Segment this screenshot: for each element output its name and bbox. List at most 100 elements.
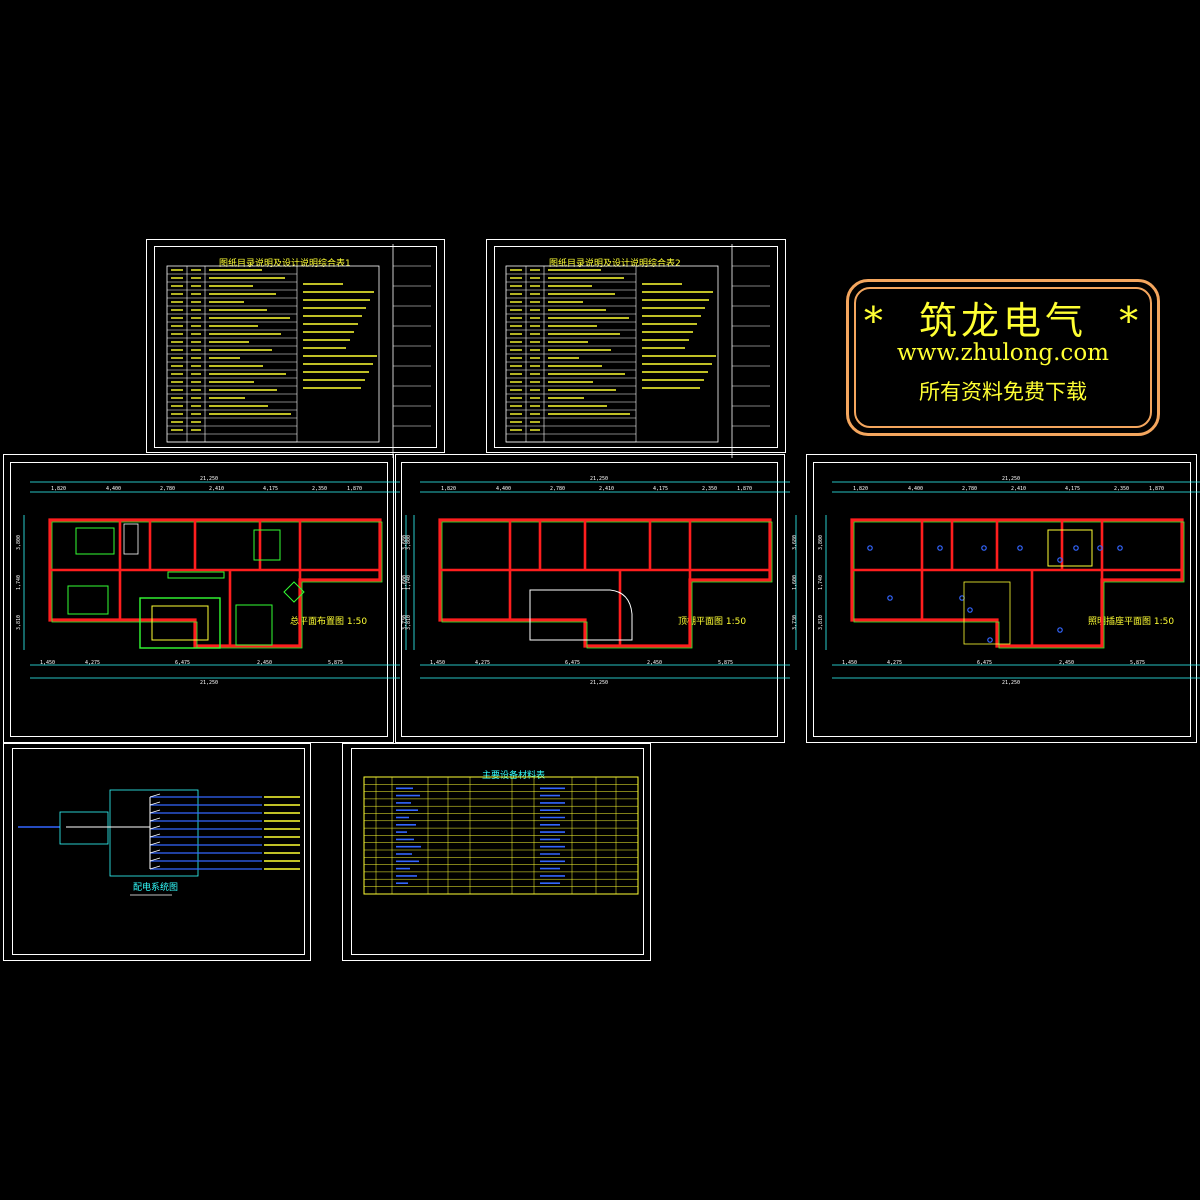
lighting-dim-top-2: 2,780: [962, 486, 978, 492]
ceiling-dim-top-0: 1,820: [441, 486, 457, 492]
ceiling-dim-left-1: 1,740: [406, 574, 412, 590]
breaker-9: [149, 865, 161, 870]
sheet-title: 图纸目录说明及设计说明综合表1: [219, 259, 351, 269]
sheet-border: [351, 748, 644, 955]
light-fixture-0: [867, 545, 873, 551]
breaker-0: [149, 793, 161, 798]
sheet-border: [494, 246, 778, 448]
lighting-dim-bottom-0: 1,450: [842, 660, 858, 666]
lighting-dim-bottom-1: 4,275: [887, 660, 903, 666]
breaker-1: [149, 801, 161, 806]
floor-dim-bottom-2: 6,475: [175, 660, 191, 666]
sheet-border: [813, 462, 1191, 737]
floor-dim-left-2: 3,810: [16, 614, 22, 630]
breaker-5: [149, 833, 161, 838]
zhulong-watermark-logo: * 筑龙电气 * www.zhulong.com 所有资料免费下载: [846, 279, 1160, 436]
sheet-floor-plan: [3, 454, 394, 743]
ceiling-dim-total-top: 21,250: [590, 476, 609, 482]
floor-dim-total-top: 21,250: [200, 476, 219, 482]
lighting-dim-total-top: 21,250: [1002, 476, 1021, 482]
main-panel: [59, 811, 109, 845]
ceiling-dim-bottom-4: 5,875: [718, 660, 734, 666]
lighting-dim-top-1: 4,400: [908, 486, 924, 492]
floor-dim-bottom-1: 4,275: [85, 660, 101, 666]
light-fixture-2: [937, 545, 943, 551]
lighting-dim-top-4: 4,175: [1065, 486, 1081, 492]
lighting-plan-outer-wall: [850, 518, 1184, 648]
ceiling-curve: [529, 589, 633, 641]
sheet-ceiling-plan: [395, 454, 785, 743]
lighting-dim-top-0: 1,820: [853, 486, 869, 492]
breaker-6: [149, 841, 161, 846]
light-fixture-3: [959, 595, 965, 601]
floor-dim-left-1: 1,740: [16, 574, 22, 590]
lighting-dim-left-1: 1,740: [818, 574, 824, 590]
sheet-border: [10, 462, 388, 737]
ceiling-dim-top-5: 2,350: [702, 486, 718, 492]
system-diagram-title: 配电系统图: [133, 883, 179, 893]
ceiling-plan-wall-inner: [441, 521, 773, 649]
breaker-7: [149, 849, 161, 854]
ceiling-dim-left-0: 3,800: [406, 534, 412, 550]
logo-url: www.zhulong.com: [897, 340, 1109, 366]
floor-dim-bottom-3: 2,450: [257, 660, 273, 666]
floor-dim-top-1: 4,400: [106, 486, 122, 492]
floor-dim-top-2: 2,780: [160, 486, 176, 492]
lighting-dim-left-2: 3,810: [818, 614, 824, 630]
distribution-box: [109, 789, 199, 877]
ceiling-dim-top-3: 2,410: [599, 486, 615, 492]
floor-dim-top-0: 1,820: [51, 486, 67, 492]
sheet-design-notes-1: 图纸目录说明及设计说明综合表1: [146, 239, 445, 453]
bed-second: [67, 585, 109, 615]
ceiling-dim-left-2: 3,810: [406, 614, 412, 630]
sheet-design-notes-2: 图纸目录说明及设计说明综合表2: [486, 239, 786, 453]
ceiling-dim-right-2: 3,730: [792, 614, 798, 630]
ceiling-dim-top-2: 2,780: [550, 486, 566, 492]
floor-dim-top-3: 2,410: [209, 486, 225, 492]
floor-dim-bottom-0: 1,450: [40, 660, 56, 666]
lighting-dim-bottom-3: 2,450: [1059, 660, 1075, 666]
ceiling-plan-outer-wall: [438, 518, 772, 648]
ceiling-dim-bottom-1: 4,275: [475, 660, 491, 666]
lighting-dim-bottom-2: 6,475: [977, 660, 993, 666]
sheet-system-diagram: [3, 743, 311, 961]
logo-subtitle: 所有资料免费下载: [919, 380, 1087, 404]
dining-table: [253, 529, 281, 561]
carpet: [151, 605, 209, 641]
sheet-material-table: [342, 743, 651, 961]
light-fixture-7: [1073, 545, 1079, 551]
lighting-plan-title: 照明插座平面图 1:50: [1088, 617, 1175, 627]
light-fixture-9: [1117, 545, 1123, 551]
tv-cabinet: [167, 571, 225, 579]
lighting-ceiling-panel: [1047, 529, 1093, 567]
lighting-dim-top-6: 1,870: [1149, 486, 1165, 492]
lighting-dim-total-bottom: 21,250: [1002, 680, 1021, 686]
light-fixture-12: [987, 637, 993, 643]
sheet-lighting-plan: [806, 454, 1197, 743]
light-fixture-10: [1057, 627, 1063, 633]
ceiling-dim-top-6: 1,870: [737, 486, 753, 492]
breaker-8: [149, 857, 161, 862]
breaker-2: [149, 809, 161, 814]
bed-small: [235, 604, 273, 646]
stair: [123, 523, 139, 555]
ceiling-plan-title: 顶棚平面图 1:50: [678, 617, 747, 627]
bed-master: [75, 527, 115, 555]
lighting-dim-bottom-4: 5,875: [1130, 660, 1146, 666]
ceiling-dim-right-1: 1,600: [792, 574, 798, 590]
light-fixture-11: [967, 607, 973, 613]
ceiling-dim-bottom-0: 1,450: [430, 660, 446, 666]
lighting-dining-panel: [963, 581, 1011, 645]
ceiling-dim-bottom-2: 6,475: [565, 660, 581, 666]
sheet-border: [12, 748, 305, 955]
light-fixture-8: [1097, 545, 1103, 551]
ceiling-dim-top-1: 4,400: [496, 486, 512, 492]
material-table-title: 主要设备材料表: [482, 771, 546, 781]
light-fixture-6: [1057, 557, 1063, 563]
ceiling-dim-right-0: 3,680: [792, 534, 798, 550]
sofa-set: [139, 597, 221, 649]
sheet-border: [154, 246, 437, 448]
floor-dim-total-bottom: 21,250: [200, 680, 219, 686]
sheet-title: 图纸目录说明及设计说明综合表2: [549, 259, 681, 269]
breaker-4: [149, 825, 161, 830]
